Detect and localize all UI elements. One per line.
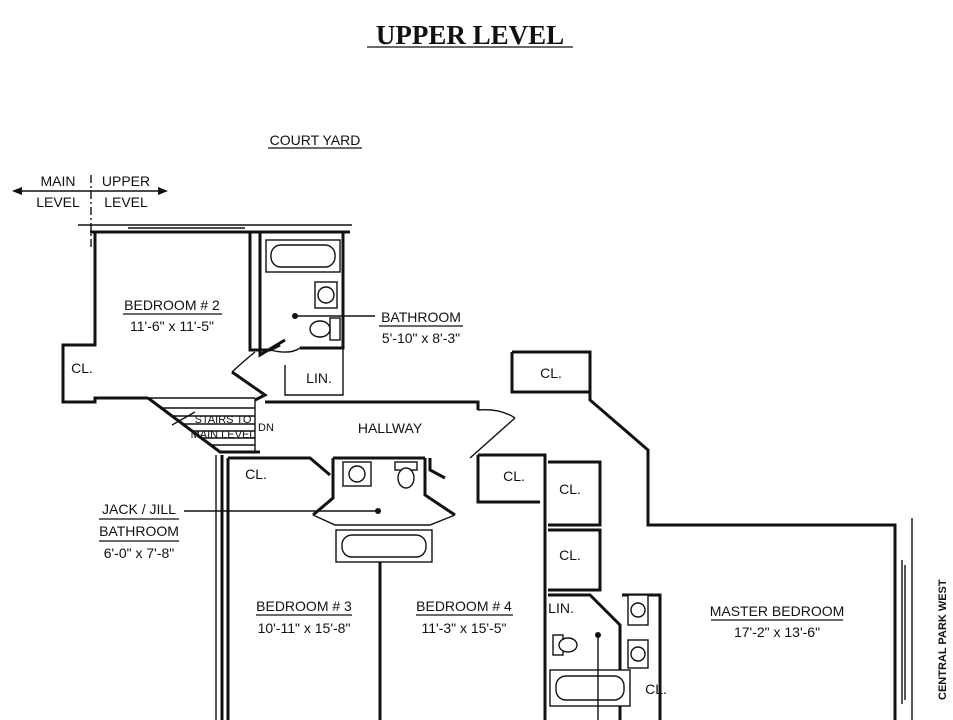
room-bedroom-2: BEDROOM # 2 11'-6" x 11'-5" (123, 297, 222, 334)
court-yard-label: COURT YARD (270, 132, 361, 148)
closet-label: CL. (645, 681, 667, 697)
level-marker: MAIN LEVEL UPPER LEVEL (12, 173, 168, 250)
stairs-label-2: MAIN LEVEL (191, 429, 256, 441)
room-size: 11'-6" x 11'-5" (130, 318, 214, 334)
room-master-bedroom: MASTER BEDROOM 17'-2" x 13'-6" (595, 603, 844, 720)
room-bedroom-3: BEDROOM # 3 10'-11" x 15'-8" (256, 598, 352, 636)
room-name: BEDROOM # 4 (416, 598, 512, 614)
closet-label: CL. (71, 360, 93, 376)
room-size: 6'-0" x 7'-8" (104, 545, 175, 561)
upper-level-label-2: LEVEL (104, 194, 148, 210)
room-name: BATHROOM (381, 309, 461, 325)
closet-label: CL. (559, 547, 581, 563)
room-bedroom-4: BEDROOM # 4 11'-3" x 15'-5" (416, 598, 513, 636)
main-level-label-1: MAIN (41, 173, 76, 189)
room-name: BATHROOM (99, 523, 179, 539)
room-size: 11'-3" x 15'-5" (421, 620, 506, 636)
plan-title: UPPER LEVEL (376, 20, 564, 50)
closet-label: CL. (540, 365, 562, 381)
room-jack-jill-bathroom: JACK / JILL BATHROOM 6'-0" x 7'-8" (99, 501, 381, 561)
street-label: CENTRAL PARK WEST (937, 579, 949, 700)
fixtures (265, 239, 649, 707)
closets: CL. CL. CL. CL. CL. CL. CL. LIN. LIN. (71, 360, 667, 697)
linen-label: LIN. (548, 600, 574, 616)
closet-label: CL. (503, 468, 525, 484)
room-name: MASTER BEDROOM (710, 603, 845, 619)
main-level-label-2: LEVEL (36, 194, 80, 210)
room-name: HALLWAY (358, 420, 423, 436)
room-name: BEDROOM # 3 (256, 598, 352, 614)
closet-label: CL. (245, 466, 267, 482)
linen-label: LIN. (306, 370, 332, 386)
upper-level-label-1: UPPER (102, 173, 150, 189)
room-hallway: HALLWAY (358, 420, 423, 436)
stairs-label-1: STAIRS TO (195, 414, 252, 426)
stairs-dn-label: DN (258, 422, 274, 434)
walls (61, 224, 913, 720)
room-name: BEDROOM # 2 (124, 297, 220, 313)
room-size: 17'-2" x 13'-6" (734, 624, 820, 640)
stairs: STAIRS TO MAIN LEVEL DN (191, 414, 274, 441)
closet-label: CL. (559, 481, 581, 497)
room-size: 5'-10" x 8'-3" (382, 330, 460, 346)
room-size: 10'-11" x 15'-8" (258, 620, 351, 636)
room-name: JACK / JILL (102, 501, 176, 517)
room-bathroom: BATHROOM 5'-10" x 8'-3" (292, 309, 463, 346)
